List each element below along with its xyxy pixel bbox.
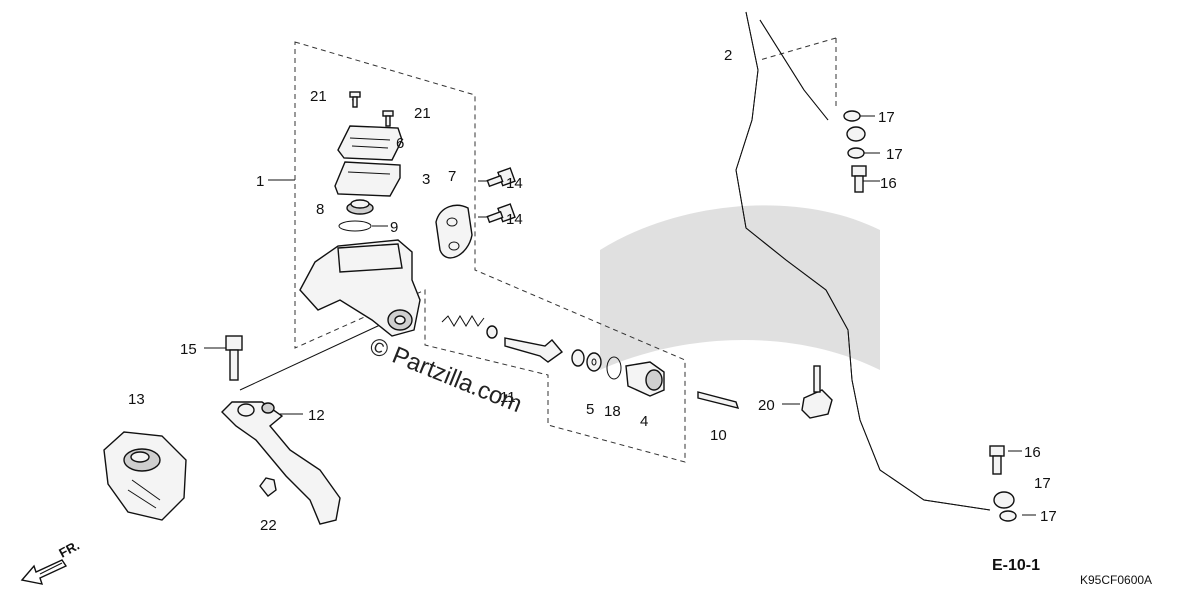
part-label-22: 22 (260, 517, 277, 534)
background-logo (600, 205, 880, 370)
part-label-16-a: 16 (880, 175, 897, 192)
clutch-lever-part-12 (221, 401, 341, 525)
lever-cover-part-13 (103, 431, 187, 521)
banjo-bolt-part-16-b (989, 445, 1005, 475)
washer-part-18a (586, 352, 602, 372)
part-label-5: 5 (586, 401, 594, 418)
nut-part-22 (259, 477, 277, 497)
assembly-outline-2 (759, 37, 837, 108)
screw-part-21-b (382, 110, 394, 127)
part-label-20: 20 (758, 397, 775, 414)
seal-part-5 (571, 349, 585, 367)
part-label-17-b: 17 (886, 146, 903, 163)
washer-part-17-b (847, 147, 865, 159)
diaphragm-part-8 (346, 199, 374, 215)
part-label-17-a: 17 (878, 109, 895, 126)
part-label-15: 15 (180, 341, 197, 358)
reference-label: E-10-1 (992, 557, 1040, 574)
part-label-8: 8 (316, 201, 324, 218)
part-label-9: 9 (390, 219, 398, 236)
master-cylinder-body (299, 239, 421, 337)
part-label-12: 12 (308, 407, 325, 424)
front-direction-label: FR. (56, 538, 82, 561)
piston-spring-part-11 (441, 315, 564, 363)
part-label-16-b: 16 (1024, 444, 1041, 461)
part-label-3: 3 (422, 171, 430, 188)
reservoir-cap-part-6 (337, 125, 403, 161)
front-direction-arrow: FR. (20, 538, 82, 585)
part-label-17-c: 17 (1034, 475, 1051, 492)
part-label-21-b: 21 (414, 105, 431, 122)
bolt-part-14-b (486, 203, 516, 224)
part-label-13: 13 (128, 391, 145, 408)
part-label-1: 1 (256, 173, 264, 190)
part-label-18: 18 (604, 403, 621, 420)
hose-clamp-part-20 (801, 365, 833, 419)
boot-part-4 (625, 361, 665, 397)
part-label-14-b: 14 (506, 211, 523, 228)
washer-part-17-a (843, 110, 861, 122)
part-label-7: 7 (448, 168, 456, 185)
screw-part-21-a (349, 91, 361, 108)
clutch-hose-part-2 (735, 11, 991, 511)
circlip-part-18 (606, 356, 622, 380)
banjo-fitting-upper (846, 126, 866, 142)
banjo-fitting-lower (993, 491, 1015, 509)
bolt-part-14-a (486, 167, 516, 188)
part-label-21-a: 21 (310, 88, 327, 105)
part-label-11: 11 (500, 389, 516, 406)
part-label-17-d: 17 (1040, 508, 1057, 525)
part-label-10: 10 (710, 427, 727, 444)
ring-part-9 (338, 220, 372, 232)
part-label-14-a: 14 (506, 175, 523, 192)
part-label-4: 4 (640, 413, 648, 430)
part-label-2: 2 (724, 47, 732, 64)
pushrod-part-10 (697, 391, 740, 409)
pivot-bolt-part-15 (225, 335, 243, 381)
banjo-bolt-part-16-a (851, 165, 867, 193)
part-label-6: 6 (396, 135, 404, 152)
diaphragm-plate-part-3 (334, 161, 401, 197)
holder-clamp-part-7 (435, 204, 473, 259)
watermark-text: © Partzilla.com (366, 333, 526, 419)
diagram-code: K95CF0600A (1080, 573, 1152, 587)
washer-part-17-d (999, 510, 1017, 522)
